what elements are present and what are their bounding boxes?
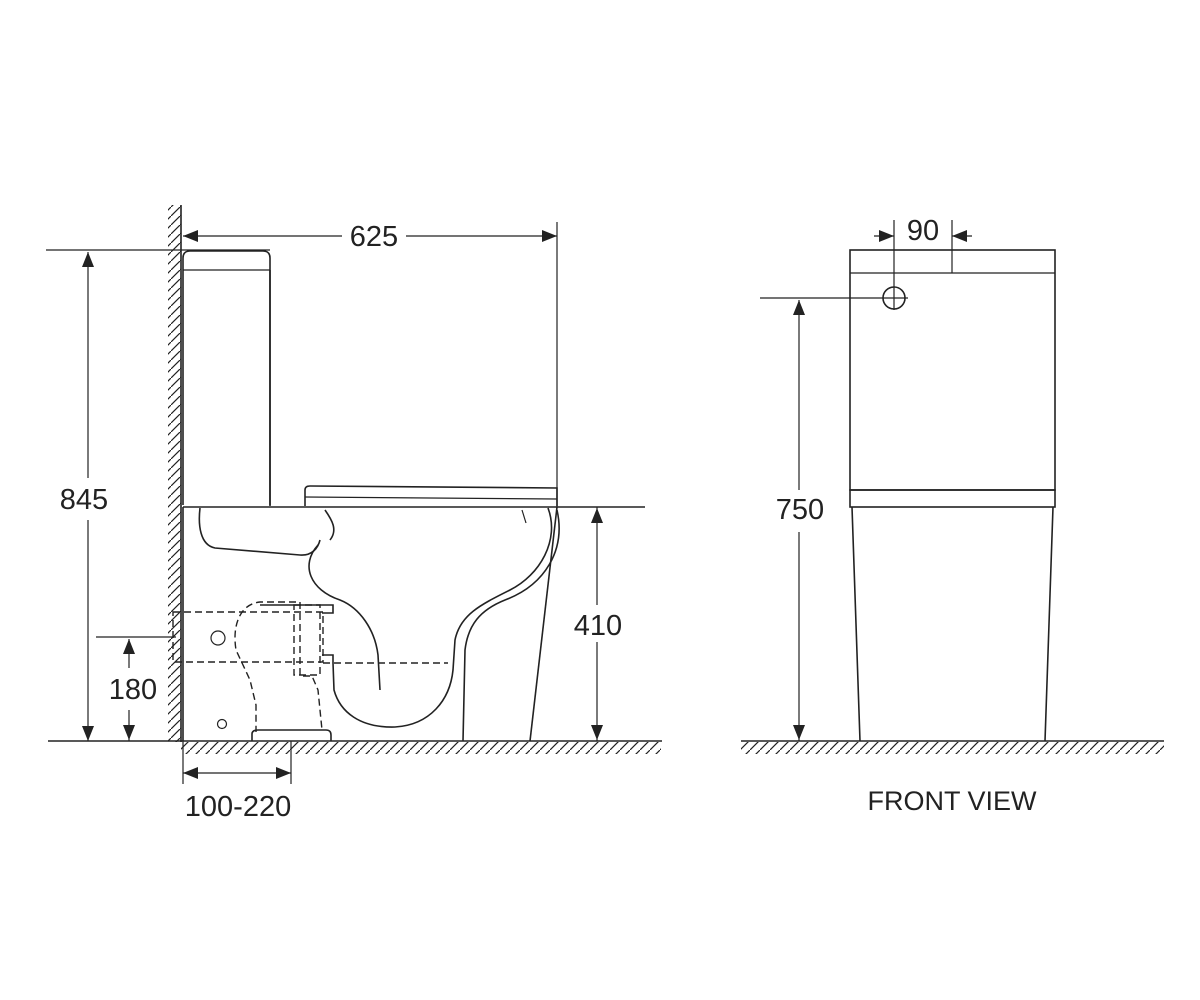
front-view-title: FRONT VIEW: [867, 786, 1037, 816]
dim-height-label: 845: [60, 484, 108, 516]
seat-band-front: [849, 489, 1056, 508]
dim-seat-height-label: 410: [574, 610, 622, 642]
floor-side: [48, 740, 662, 754]
tank-side: [182, 250, 271, 506]
front-view: 90 750 FRONT VIEW: [741, 215, 1164, 816]
dim-outlet-offset-label: 100-220: [185, 791, 291, 823]
dim-inlet-offset-label: 90: [907, 215, 939, 247]
dim-width-label: 625: [350, 221, 398, 253]
dim-inlet-height-label: 180: [109, 674, 157, 706]
side-view: 625 845 410 180: [46, 205, 662, 823]
dimension-180: 180: [96, 636, 176, 741]
bowl-body: [182, 506, 560, 742]
dimension-100-220: 100-220: [182, 741, 292, 823]
dimension-750: 750: [760, 297, 880, 741]
tank-front: [849, 220, 1056, 491]
wall: [168, 205, 182, 742]
floor-front: [741, 740, 1164, 754]
bowl-front: [851, 506, 1054, 742]
dim-front-height-label: 750: [776, 494, 824, 526]
seat-lid: [304, 485, 558, 506]
dimension-625: 625: [183, 221, 558, 507]
dimension-90: 90: [874, 215, 972, 247]
dimension-845: 845: [46, 249, 270, 741]
dimension-410: 410: [574, 507, 622, 741]
outlet-pipe-dashed: [172, 601, 448, 741]
